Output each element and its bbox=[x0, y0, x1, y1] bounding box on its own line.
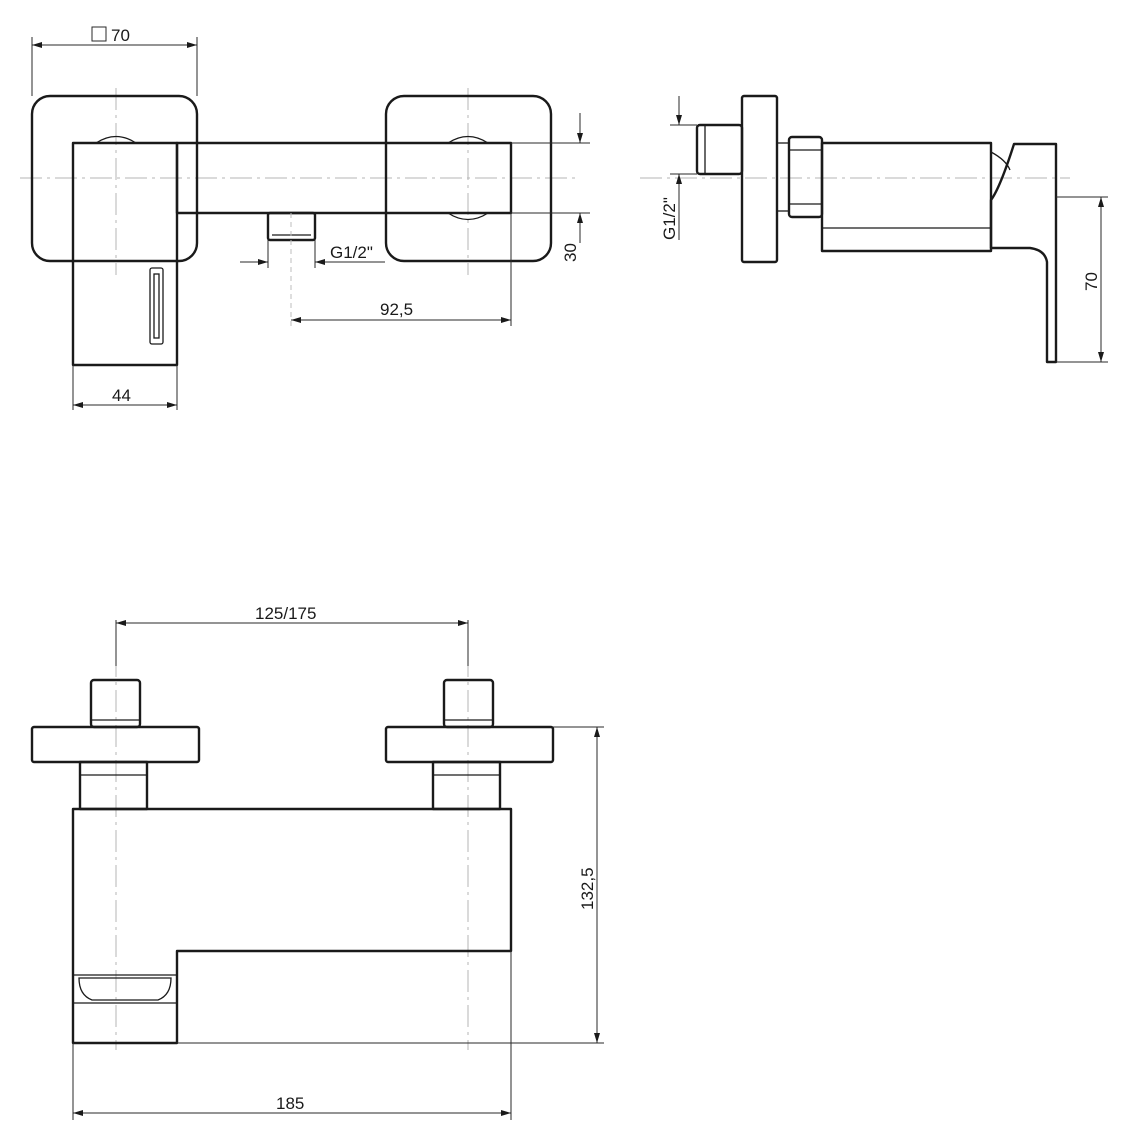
dim-body-depth: 30 bbox=[561, 243, 580, 262]
lever-slot bbox=[149, 267, 164, 345]
dim-thread-front: G1/2" bbox=[330, 243, 373, 262]
dim-thread-side: G1/2" bbox=[660, 197, 679, 240]
aerator bbox=[78, 977, 172, 1001]
mixer-body-side bbox=[820, 141, 993, 253]
mixer-body-top bbox=[71, 141, 179, 367]
hex-nut bbox=[787, 135, 824, 219]
dim-handle-height: 70 bbox=[1082, 272, 1101, 291]
mixer-body-front bbox=[71, 807, 513, 1045]
right-flange-front bbox=[384, 725, 555, 764]
dim-flange-square: 70 bbox=[111, 26, 130, 45]
mixer-bar-top bbox=[175, 141, 513, 215]
dim-total-height: 132,5 bbox=[578, 867, 597, 910]
left-nut-front bbox=[78, 760, 149, 811]
left-flange-top bbox=[30, 94, 199, 263]
flange-side bbox=[740, 94, 779, 264]
dim-outlet-offset: 92,5 bbox=[380, 300, 413, 319]
side-view: G1/2" 70 bbox=[640, 94, 1108, 364]
dim-total-width: 185 bbox=[276, 1094, 304, 1113]
top-view: 70 30 G1/2" 92,5 44 bbox=[20, 26, 590, 410]
square-symbol bbox=[91, 26, 107, 42]
right-flange-top bbox=[384, 94, 553, 263]
dim-body-width: 44 bbox=[112, 386, 131, 405]
right-nut-front bbox=[431, 760, 502, 811]
mixer-lever bbox=[989, 142, 1058, 364]
front-view: 125/175 132,5 185 bbox=[30, 604, 604, 1120]
dim-centers: 125/175 bbox=[255, 604, 316, 623]
inlet-pipe bbox=[695, 123, 744, 176]
